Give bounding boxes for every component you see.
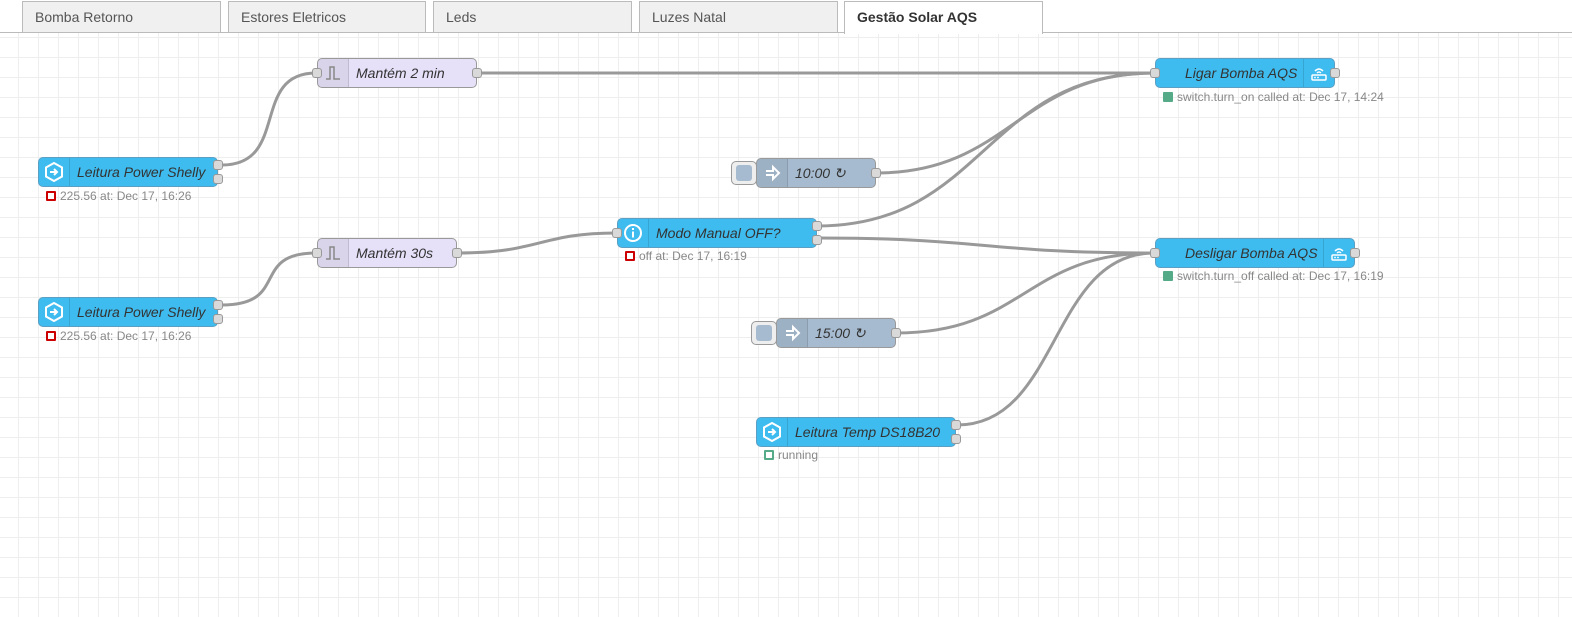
info-icon <box>618 219 649 247</box>
ha-entity-icon <box>39 298 70 326</box>
node-status: off at: Dec 17, 16:19 <box>625 249 747 263</box>
status-text: 225.56 at: Dec 17, 16:26 <box>60 189 192 203</box>
node-label: Desligar Bomba AQS <box>1185 245 1318 261</box>
node-label: Leitura Temp DS18B20 <box>795 424 941 440</box>
status-text: running <box>778 448 819 462</box>
node-label: 10:00 ↻ <box>795 165 846 181</box>
node-desligar-bomba-aqs[interactable]: Desligar Bomba AQS <box>1155 238 1355 268</box>
node-label: Mantém 30s <box>356 245 434 261</box>
output-port[interactable] <box>472 68 482 78</box>
inject-arrow-icon <box>757 159 788 187</box>
input-port[interactable] <box>312 68 322 78</box>
tab-bomba-retorno[interactable]: Bomba Retorno <box>22 1 221 32</box>
output-port[interactable] <box>1330 68 1340 78</box>
output-port[interactable] <box>213 300 223 310</box>
status-text: switch.turn_off called at: Dec 17, 16:19 <box>1177 269 1384 283</box>
wire-manual-to-desligar[interactable] <box>816 236 1155 255</box>
status-dot-green <box>1163 271 1173 281</box>
node-status: switch.turn_off called at: Dec 17, 16:19 <box>1163 269 1384 283</box>
inject-arrow-icon <box>777 319 808 347</box>
output-port[interactable] <box>812 235 822 245</box>
output-port[interactable] <box>812 221 822 231</box>
status-ring-red <box>46 331 56 341</box>
wire-temp-to-desligar[interactable] <box>956 251 1155 427</box>
wire-power2-to-trigger30s[interactable] <box>221 251 317 307</box>
tab-luzes-natal[interactable]: Luzes Natal <box>639 1 838 32</box>
status-text: switch.turn_on called at: Dec 17, 14:24 <box>1177 90 1384 104</box>
input-port[interactable] <box>612 228 622 238</box>
node-inject-10-00[interactable]: 10:00 ↻ <box>756 158 876 188</box>
output-port[interactable] <box>213 174 223 184</box>
trigger-icon <box>318 239 349 267</box>
node-leitura-power-shelly-1[interactable]: Leitura Power Shelly <box>38 157 218 187</box>
tab-leds[interactable]: Leds <box>433 1 632 32</box>
output-port[interactable] <box>951 434 961 444</box>
input-port[interactable] <box>1150 248 1160 258</box>
node-label: Mantém 2 min <box>356 65 445 81</box>
node-status: 225.56 at: Dec 17, 16:26 <box>46 189 191 203</box>
node-label: 15:00 ↻ <box>815 325 866 341</box>
input-port[interactable] <box>1150 68 1160 78</box>
input-port[interactable] <box>312 248 322 258</box>
inject-button[interactable] <box>751 321 777 345</box>
ha-entity-icon <box>39 158 70 186</box>
node-label: Leitura Power Shelly <box>77 164 206 180</box>
wire-inject1500-to-desligar[interactable] <box>895 251 1155 335</box>
node-status: 225.56 at: Dec 17, 16:26 <box>46 329 191 343</box>
status-ring-green <box>764 450 774 460</box>
output-port[interactable] <box>951 420 961 430</box>
node-mantem-2-min[interactable]: Mantém 2 min <box>317 58 477 88</box>
tab-estores-eletricos[interactable]: Estores Eletricos <box>228 1 426 32</box>
router-icon <box>1323 239 1354 267</box>
status-ring-red <box>46 191 56 201</box>
node-label: Ligar Bomba AQS <box>1185 65 1298 81</box>
wire-power1-to-trigger2min[interactable] <box>221 71 317 167</box>
node-status: running <box>764 448 818 462</box>
status-text: 225.56 at: Dec 17, 16:26 <box>60 329 192 343</box>
router-icon <box>1303 59 1334 87</box>
node-label: Leitura Power Shelly <box>77 304 206 320</box>
wire-manual-to-ligar[interactable] <box>816 71 1155 228</box>
output-port[interactable] <box>871 168 881 178</box>
output-port[interactable] <box>213 314 223 324</box>
node-status: switch.turn_on called at: Dec 17, 14:24 <box>1163 90 1384 104</box>
status-text: off at: Dec 17, 16:19 <box>639 249 747 263</box>
node-modo-manual-off[interactable]: Modo Manual OFF? <box>617 218 817 248</box>
tab-bar: Bomba Retorno Estores Eletricos Leds Luz… <box>0 0 1572 34</box>
node-inject-15-00[interactable]: 15:00 ↻ <box>776 318 896 348</box>
node-ligar-bomba-aqs[interactable]: Ligar Bomba AQS <box>1155 58 1335 88</box>
node-label: Modo Manual OFF? <box>656 225 781 241</box>
inject-button[interactable] <box>731 161 757 185</box>
output-port[interactable] <box>891 328 901 338</box>
status-dot-green <box>1163 92 1173 102</box>
trigger-icon <box>318 59 349 87</box>
ha-entity-icon <box>757 418 788 446</box>
output-port[interactable] <box>452 248 462 258</box>
node-leitura-power-shelly-2[interactable]: Leitura Power Shelly <box>38 297 218 327</box>
tab-bar-divider <box>0 32 1572 33</box>
node-mantem-30s[interactable]: Mantém 30s <box>317 238 457 268</box>
wire-trigger30s-to-manual[interactable] <box>457 231 617 255</box>
output-port[interactable] <box>1350 248 1360 258</box>
output-port[interactable] <box>213 160 223 170</box>
status-ring-red <box>625 251 635 261</box>
node-leitura-temp-ds18b20[interactable]: Leitura Temp DS18B20 <box>756 417 956 447</box>
tab-gestao-solar-aqs[interactable]: Gestão Solar AQS <box>844 1 1043 34</box>
